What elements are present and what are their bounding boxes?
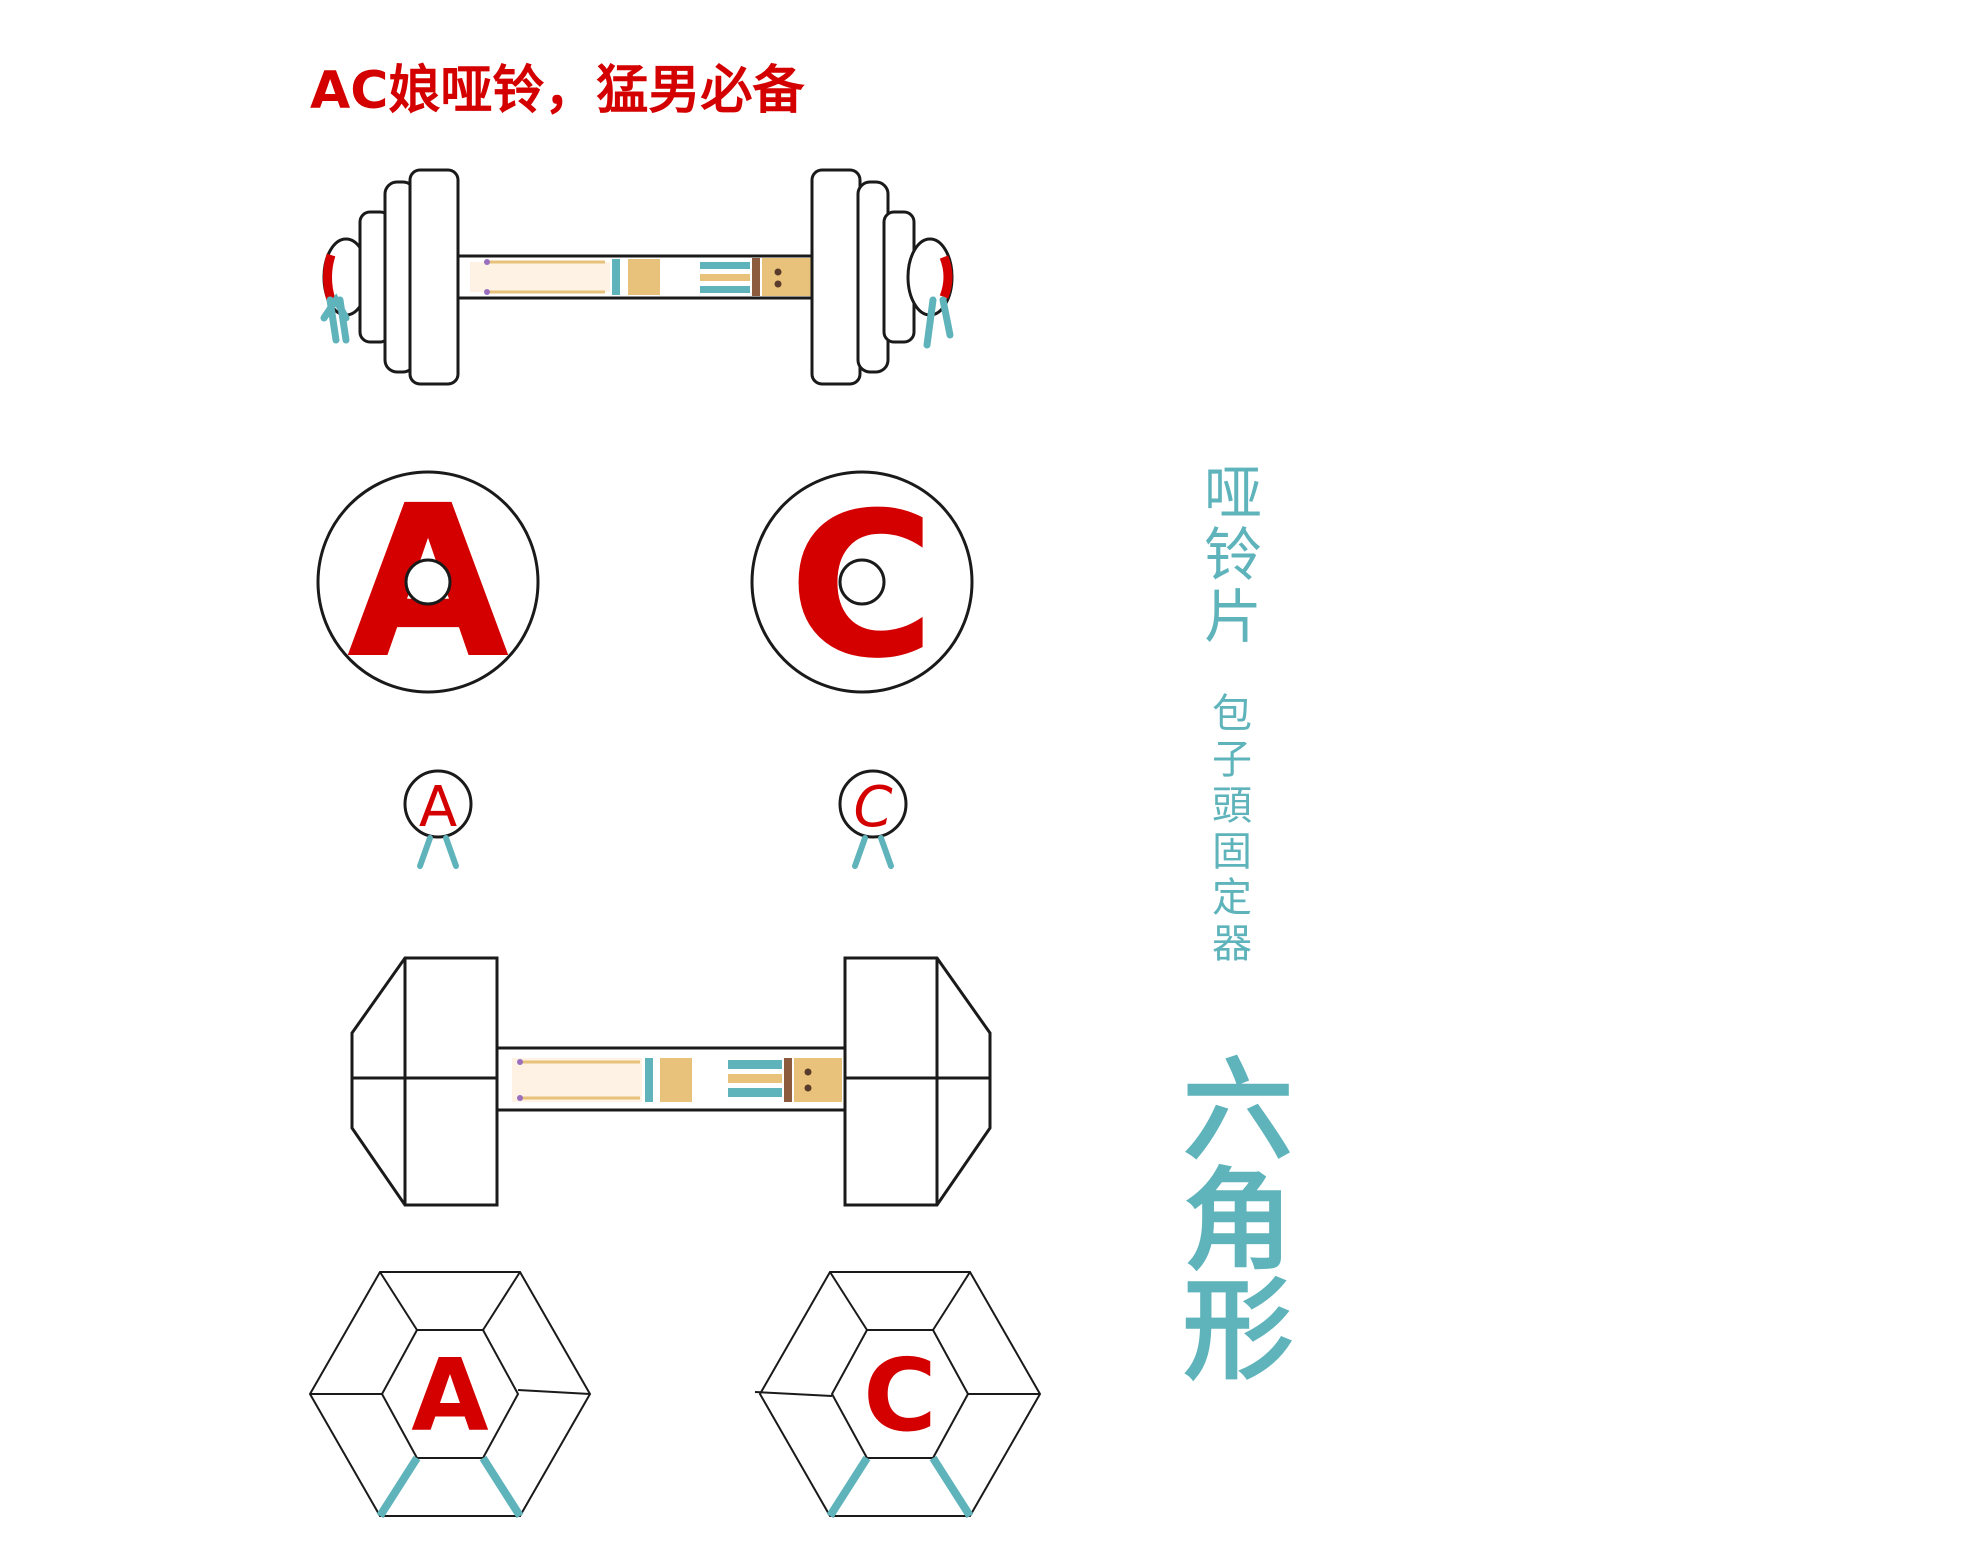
round-dumbbell-left-clip [320, 237, 370, 344]
bun-clip-c-letter: C [853, 775, 892, 840]
side-label-plates: 哑铃片 [1194, 462, 1262, 648]
hex-dumbbell-bar-figure [512, 1058, 842, 1102]
round-dumbbell-right-clip [906, 237, 954, 349]
round-plate-c: C [750, 470, 974, 703]
round-dumbbell-bar-figure [470, 258, 812, 296]
bun-clip-c: C [838, 769, 908, 869]
bun-clip-a: A [403, 769, 473, 869]
hex-dumbbell [350, 956, 992, 1207]
hex-plate-a: A [308, 1271, 592, 1519]
side-label-hexagon: 六角形 [1164, 1052, 1292, 1382]
hex-plate-c-letter: C [863, 1337, 936, 1454]
hex-plate-c: C [754, 1271, 1042, 1519]
bun-clip-a-letter: A [419, 775, 457, 840]
title: AC娘哑铃，猛男必备 [310, 61, 805, 121]
hex-plate-a-letter: A [411, 1337, 488, 1454]
round-dumbbell [320, 168, 954, 386]
round-plate-a: A [316, 460, 540, 705]
side-label-bun-clip: 包子頭固定器 [1205, 692, 1251, 968]
